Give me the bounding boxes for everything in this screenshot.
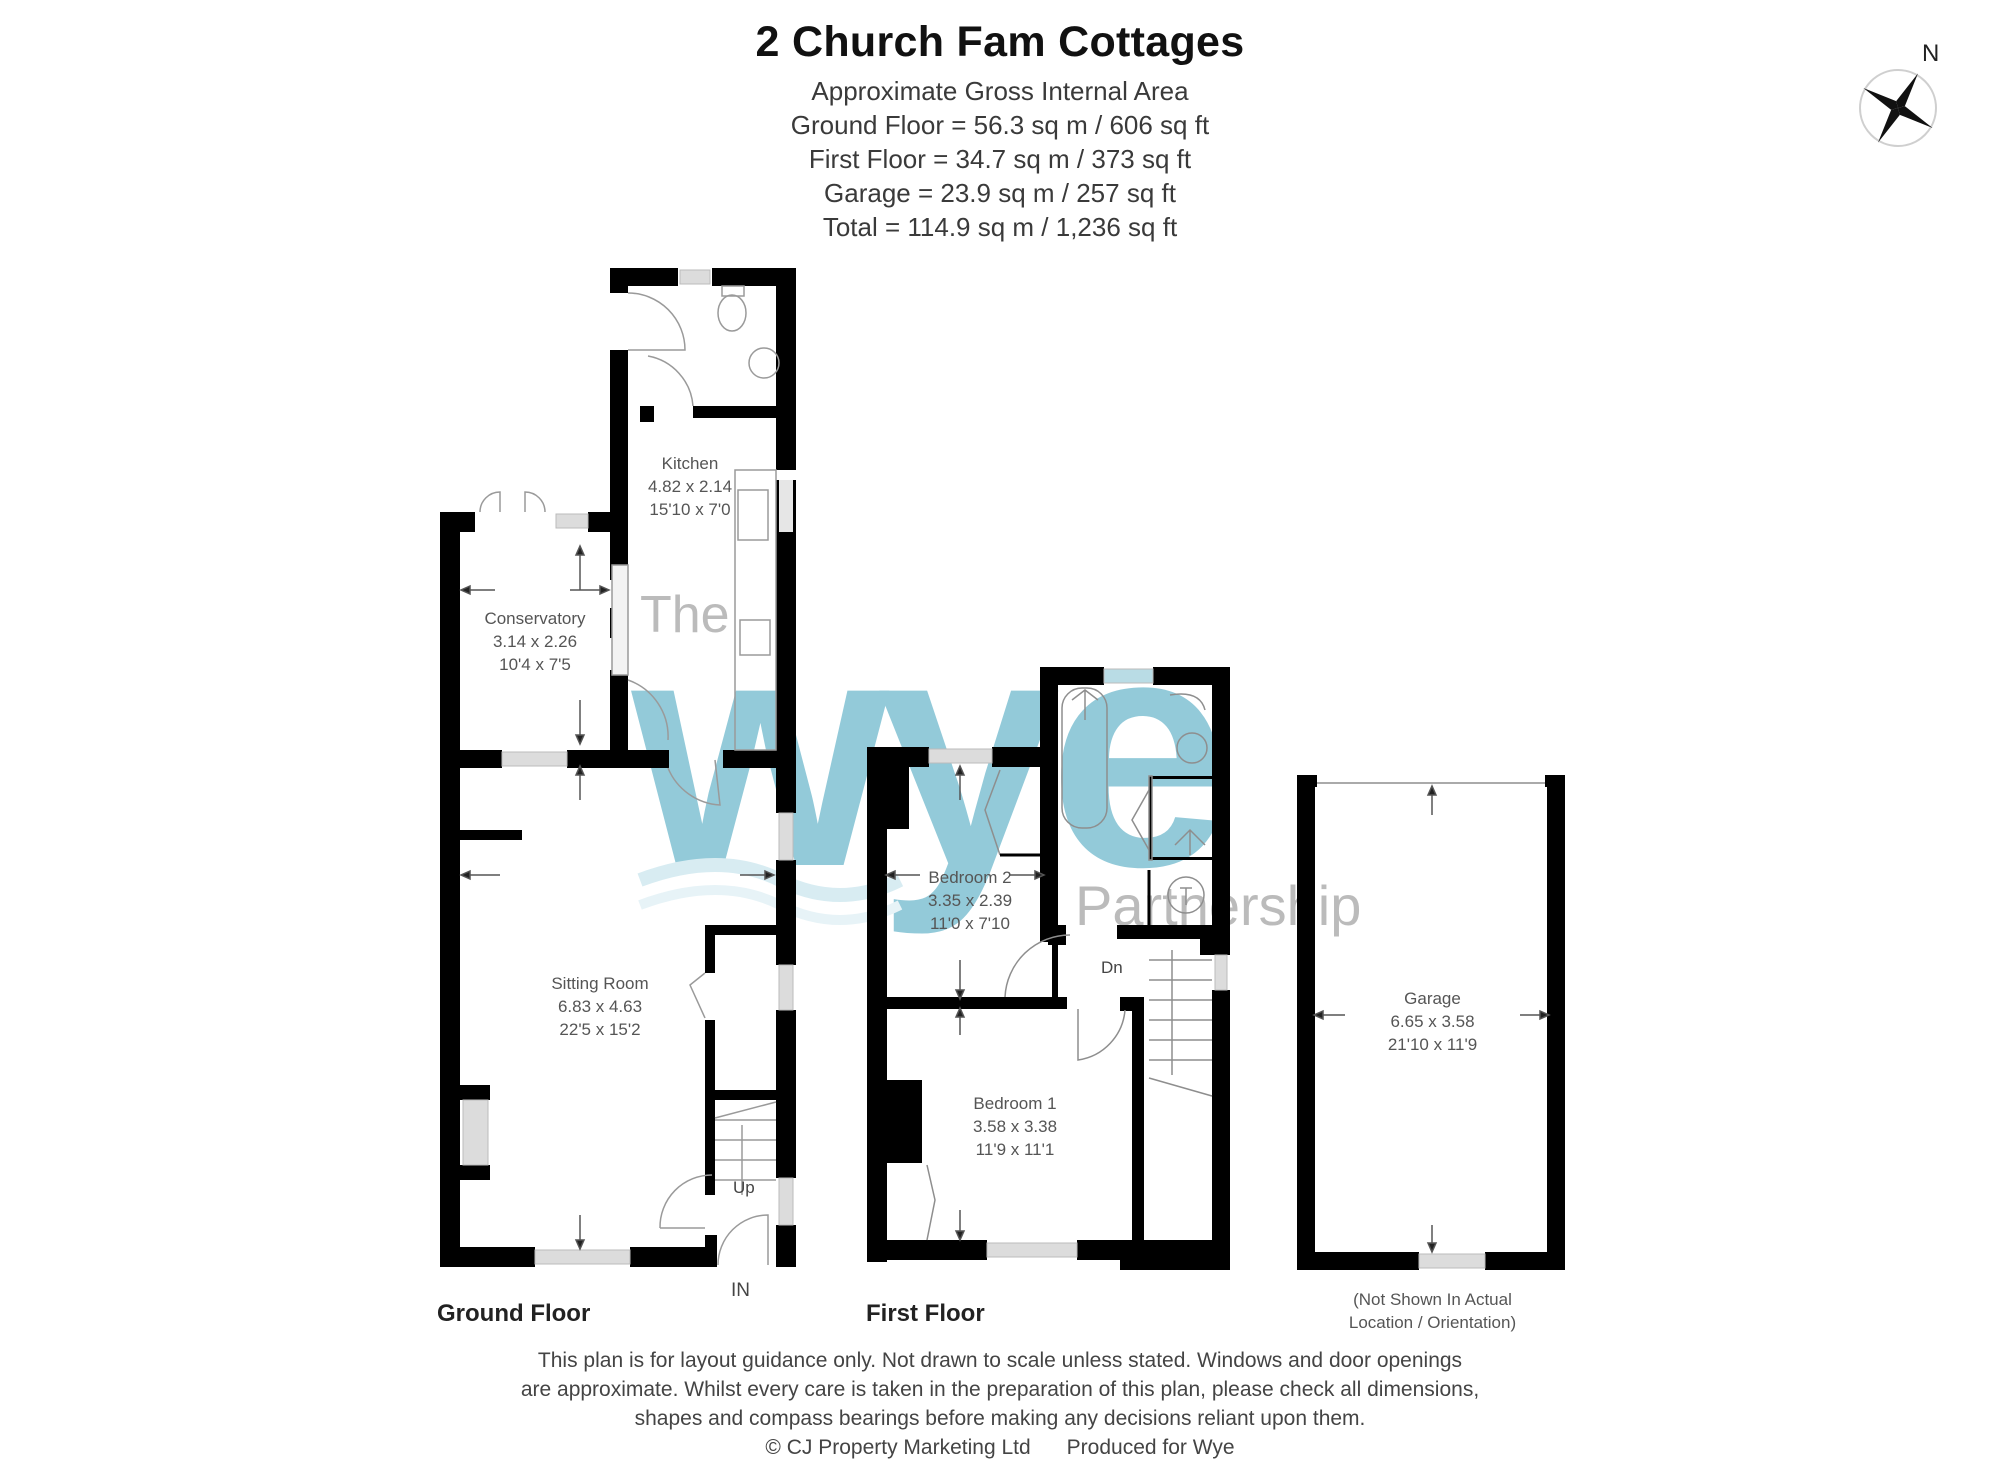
room-metric: 3.58 x 3.38 [972,1117,1058,1136]
room-label-conservatory: Conservatory 3.14 x 2.26 10'4 x 7'5 [455,607,615,676]
area-total: Total = 114.9 sq m / 1,236 sq ft [822,212,1178,242]
ground-floor-walls [440,268,796,1267]
room-label-garage: Garage 6.65 x 3.58 21'10 x 11'9 [1365,987,1500,1056]
room-imperial: 11'9 x 11'1 [975,1140,1055,1159]
north-label: N [1922,40,1940,67]
garage-walls [1297,775,1565,1270]
compass-rose-icon [1859,69,1937,147]
room-metric: 6.65 x 3.58 [1390,1012,1475,1031]
floor-label-ground: Ground Floor [437,1300,591,1327]
stairs-down-label: Dn [1101,958,1123,977]
room-imperial: 15'10 x 7'0 [649,500,731,519]
copyright: © CJ Property Marketing Ltd [765,1436,1031,1459]
room-name: Kitchen [661,454,719,473]
room-imperial: 10'4 x 7'5 [499,655,571,674]
area-garage: Garage = 23.9 sq m / 257 sq ft [824,178,1176,208]
first-floor-fixtures [926,687,1213,1241]
disclaimer: This plan is for layout guidance only. N… [0,1346,2000,1462]
garage-location-note: (Not Shown In Actual Location / Orientat… [1300,1288,1565,1334]
room-imperial: 11'0 x 7'10 [930,914,1010,933]
room-name: Garage [1404,989,1461,1008]
watermark-the: The [640,586,730,644]
disclaimer-line-2: are approximate. Whilst every care is ta… [520,1378,1480,1401]
credits: © CJ Property Marketing Ltd Produced for … [0,1433,2000,1462]
garage-note-line-2: Location / Orientation) [1348,1313,1517,1332]
area-heading: Approximate Gross Internal Area [811,76,1189,106]
area-summary: Approximate Gross Internal Area Ground F… [0,74,2000,244]
room-name: Conservatory [484,609,586,628]
disclaimer-line-1: This plan is for layout guidance only. N… [537,1349,1463,1372]
room-label-bedroom-1: Bedroom 1 3.58 x 3.38 11'9 x 11'1 [945,1092,1085,1161]
room-label-sitting-room: Sitting Room 6.83 x 4.63 22'5 x 15'2 [520,972,680,1041]
room-metric: 3.35 x 2.39 [927,891,1013,910]
first-floor-walls [867,667,1230,1270]
room-label-kitchen: Kitchen 4.82 x 2.14 15'10 x 7'0 [620,452,760,521]
entrance-label: IN [731,1280,750,1301]
stairs-up-label: Up [733,1178,755,1197]
room-metric: 6.83 x 4.63 [557,997,643,1016]
room-imperial: 22'5 x 15'2 [559,1020,641,1039]
room-label-bedroom-2: Bedroom 2 3.35 x 2.39 11'0 x 7'10 [900,866,1040,935]
first-floor-windows [928,668,1228,1258]
dimension-arrows [459,544,1551,1254]
disclaimer-line-3: shapes and compass bearings before makin… [634,1407,1366,1430]
room-name: Bedroom 1 [973,1094,1057,1113]
garage-openings [1317,782,1545,1269]
room-imperial: 21'10 x 11'9 [1387,1035,1478,1054]
plan-title: 2 Church Fam Cottages [755,18,1245,66]
room-name: Sitting Room [551,974,649,993]
room-name: Bedroom 2 [928,868,1012,887]
ground-floor-fixtures [479,285,780,1266]
area-ground-floor: Ground Floor = 56.3 sq m / 606 sq ft [790,110,1210,140]
area-first-floor: First Floor = 34.7 sq m / 373 sq ft [808,144,1192,174]
floor-label-first: First Floor [866,1300,985,1327]
room-metric: 3.14 x 2.26 [492,632,578,651]
garage-note-line-1: (Not Shown In Actual [1353,1290,1512,1309]
room-metric: 4.82 x 2.14 [647,477,733,496]
produced-for: Produced for Wye [1066,1436,1235,1459]
compass: N [1848,40,1948,150]
